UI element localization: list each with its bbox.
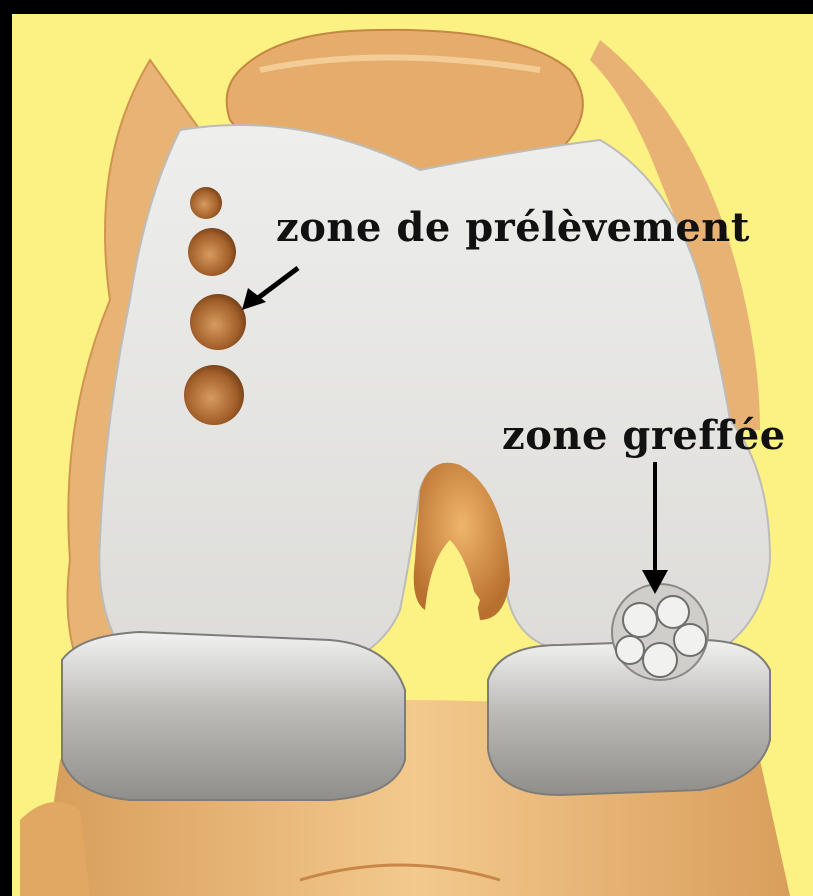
graft-plugs [612, 584, 708, 680]
harvest-hole-1 [190, 187, 222, 219]
harvest-zone-label: zone de prélèvement [276, 204, 750, 251]
grafted-zone-label: zone greffée [502, 412, 786, 459]
medial-meniscus [62, 632, 405, 800]
harvest-hole-2 [188, 228, 236, 276]
harvest-hole-4 [184, 365, 244, 425]
fibula [20, 802, 90, 896]
harvest-hole-3 [190, 294, 246, 350]
